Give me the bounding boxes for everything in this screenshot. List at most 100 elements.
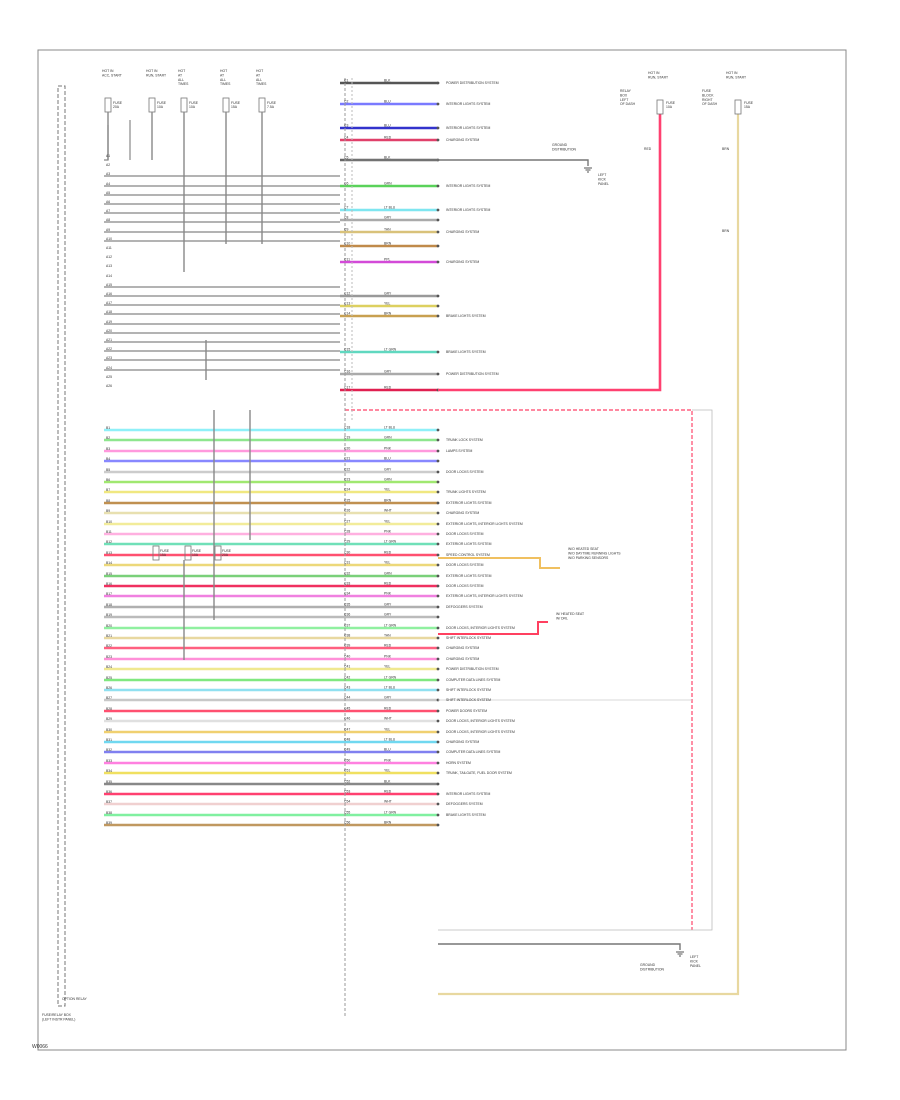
wire-terminal [436, 138, 440, 142]
upper-connector-label: A23 [106, 356, 112, 360]
upper-connector-label: A2 [106, 163, 110, 167]
upper-connector-label: A25 [106, 375, 112, 379]
note-text: W/ HEATED SEAT [556, 612, 584, 616]
right-fuse-description: RELAY [620, 89, 632, 93]
red-feed-wire [438, 114, 662, 392]
mid-fuse-rating: 10A [192, 553, 199, 557]
wire-destination-label: INTERIOR LIGHTS SYSTEM [446, 208, 490, 212]
lower-connector-label: B15 [106, 572, 112, 576]
wire-color-label: RED [384, 385, 392, 389]
wire-color-label: RED [384, 643, 392, 647]
wire-terminal [436, 294, 440, 298]
fuse-branch [104, 125, 109, 161]
wire-destination-label: EXTERIOR LIGHTS SYSTEM [446, 542, 492, 546]
wire-terminal [436, 81, 440, 85]
wire-terminal [436, 823, 440, 827]
wire-pin-label: C15 [344, 347, 350, 351]
wire-terminal [436, 750, 440, 754]
top-fuse-header: AT [220, 73, 224, 77]
top-fuse-header: HOT IN [146, 69, 158, 73]
note-text: W/O HEATED SEAT [568, 547, 599, 551]
wire-pin-label: C32 [344, 571, 350, 575]
right-fuse-header: HOT IN [648, 71, 660, 75]
lower-connector-label: B30 [106, 728, 112, 732]
upper-connector-label: A12 [106, 255, 112, 259]
wire-pin-label: C37 [344, 623, 350, 627]
diagram-frame [37, 49, 847, 1051]
feed-color-label: BRN [722, 147, 730, 151]
top-fuse-header: TIMES [220, 82, 231, 86]
top-fuse-rating: 20A [113, 105, 120, 109]
top-fuse-body [222, 97, 230, 113]
wire-terminal [436, 230, 440, 234]
wire-color-label: GRY [384, 291, 392, 295]
wire-terminal [436, 260, 440, 264]
wire-terminal [436, 594, 440, 598]
wire-color-label: BLK [384, 78, 391, 82]
enclosure-line [438, 409, 713, 931]
mid-fuse-body [152, 545, 160, 561]
top-fuse-rating: FUSE [267, 101, 277, 105]
upper-connector-label: A26 [106, 384, 112, 388]
wire-terminal [436, 244, 440, 248]
upper-connector-label: A8 [106, 218, 110, 222]
label-layer: A1A2A3A4A5A6A7A8A9A10A11A12A13A14A15A16A… [42, 69, 754, 1022]
wire-color-label: YEL [384, 301, 391, 305]
wire-destination-label: SPEED CONTROL SYSTEM [446, 553, 490, 557]
wire-color-label: YEL [384, 487, 391, 491]
lower-connector-label: B24 [106, 665, 112, 669]
ground-label: DISTRIBUTION [640, 967, 664, 971]
wire-terminal [436, 372, 440, 376]
wire-color-label: LT GRN [384, 675, 397, 679]
wire-terminal [436, 501, 440, 505]
wire-pin-label: C55 [344, 810, 350, 814]
upper-connector-label: A24 [106, 366, 112, 370]
wire-terminal [436, 184, 440, 188]
upper-connector-label: A5 [106, 191, 110, 195]
wire-color-label: WHT [384, 716, 392, 720]
wire-color-label: PNK [384, 654, 392, 658]
wire-color-label: WHT [384, 799, 392, 803]
ground-description: KICK [690, 959, 699, 963]
wire-color-label: GRN [384, 181, 392, 185]
wire-pin-label: C4 [344, 135, 348, 139]
upper-connector-label: A14 [106, 274, 112, 278]
wire-color-label: BRN [384, 820, 392, 824]
top-fuse-header: HOT [220, 69, 227, 73]
lower-connector-label: B14 [106, 561, 112, 565]
wire-color-label: GRN [384, 571, 392, 575]
wire-destination-label: SHIFT INTERLOCK SYSTEM [446, 698, 491, 702]
wire-destination-label: INTERIOR LIGHTS SYSTEM [446, 102, 490, 106]
wire-pin-label: C28 [344, 529, 350, 533]
wire-terminal [436, 802, 440, 806]
wire-pin-label: C47 [344, 727, 350, 731]
wire-pin-label: C34 [344, 591, 350, 595]
wire-color-label: BLK [384, 779, 391, 783]
lower-connector-label: B9 [106, 509, 110, 513]
top-fuse-rating: 15A [231, 105, 238, 109]
wire-destination-label: COMPUTER DATA LINES SYSTEM [446, 750, 500, 754]
lower-connector-label: B34 [106, 769, 112, 773]
mid-fuse-rating: FUSE [222, 549, 232, 553]
wire-destination-label: POWER DISTRIBUTION SYSTEM [446, 667, 499, 671]
lower-connector-label: B1 [106, 426, 110, 430]
wire-destination-label: HORN SYSTEM [446, 761, 471, 765]
wire-pin-label: C31 [344, 560, 350, 564]
wire-destination-label: DOOR LOCKS SYSTEM [446, 584, 484, 588]
top-fuse-header: TIMES [256, 82, 267, 86]
top-fuse-rating: FUSE [231, 101, 241, 105]
lower-connector-label: B3 [106, 447, 110, 451]
lower-connector-label: B8 [106, 499, 110, 503]
upper-connector-label: A15 [106, 283, 112, 287]
top-fuse-rating: FUSE [189, 101, 199, 105]
right-fuse-rating: 15A [744, 105, 751, 109]
wire-destination-label: INTERIOR LIGHTS SYSTEM [446, 184, 490, 188]
wire-terminal [436, 813, 440, 817]
top-fuse-body [258, 97, 266, 113]
wire-terminal [436, 459, 440, 463]
upper-connector-label: A4 [106, 182, 110, 186]
wire-terminal [436, 584, 440, 588]
lower-connector-label: B12 [106, 540, 112, 544]
wire-terminal [436, 470, 440, 474]
wire-destination-label: POWER DOORS SYSTEM [446, 709, 487, 713]
